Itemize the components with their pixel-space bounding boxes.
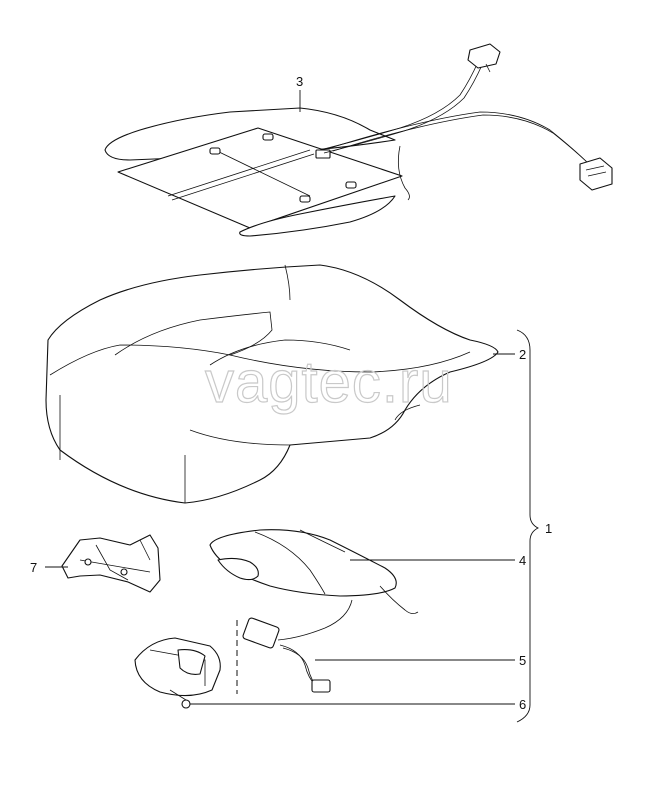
callout-5: 5 xyxy=(519,653,526,668)
callout-6: 6 xyxy=(519,697,526,712)
callout-3: 3 xyxy=(296,74,303,89)
part-6-control-unit xyxy=(134,637,221,709)
callout-2: 2 xyxy=(519,347,526,362)
part-3-heating-element xyxy=(104,43,613,237)
leader-lines xyxy=(45,90,540,723)
callout-4: 4 xyxy=(519,553,526,568)
callout-7: 7 xyxy=(30,560,37,575)
part-4-sensor-mat xyxy=(209,529,419,614)
watermark-text: vagtec.ru xyxy=(205,350,453,415)
part-5-wiring-harness xyxy=(242,599,353,693)
part-2-seat-cushion xyxy=(45,264,499,504)
part-7-bracket xyxy=(61,534,161,593)
callout-1: 1 xyxy=(545,521,552,536)
